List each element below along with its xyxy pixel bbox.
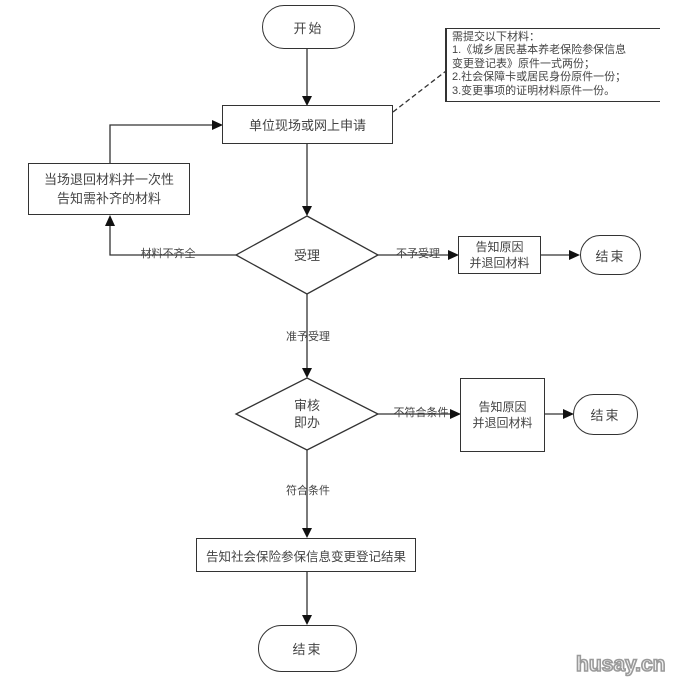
decision-accept-label: 受理: [293, 247, 320, 263]
return-materials-node: 当场退回材料并一次性 告知需补齐的材料: [28, 163, 190, 215]
edge-label-not-qualified: 不符合条件: [393, 407, 449, 419]
end-1-node: 结束: [580, 235, 641, 275]
notify-reason-1-node: 告知原因 并退回材料: [458, 236, 541, 274]
edge-return-apply: [109, 124, 215, 163]
arrowhead: [450, 409, 461, 419]
note-line: 变更登记表》原件一式两份；: [452, 57, 595, 70]
arrowhead: [302, 528, 312, 538]
arrowhead: [563, 409, 574, 419]
end-2-node: 结束: [573, 394, 638, 435]
edge-label-approved: 准予受理: [286, 331, 330, 343]
decision-review-label: 审核 即办: [293, 398, 320, 430]
arrowhead: [302, 96, 312, 106]
notify-result-node: 告知社会保险参保信息变更登记结果: [196, 538, 416, 572]
note-line: 3.变更事项的证明材料原件一份。: [452, 84, 616, 97]
decision-review-shape: [234, 377, 380, 451]
note-line: 1.《城乡居民基本养老保险参保信息: [452, 44, 627, 57]
note-line: 需提交以下材料：: [452, 31, 540, 43]
edge-label-rejected: 不予受理: [396, 248, 440, 260]
decision-accept-shape: [234, 215, 380, 295]
arrowhead: [302, 206, 312, 216]
arrowhead: [569, 250, 580, 260]
arrowhead: [302, 615, 312, 625]
arrowhead: [212, 120, 223, 130]
note-line: 2.社会保障卡或居民身份原件一份；: [452, 71, 627, 84]
arrowhead: [302, 368, 312, 378]
watermark: husay.cn: [575, 652, 666, 677]
arrowhead: [105, 215, 115, 226]
edge-label-qualified: 符合条件: [286, 485, 330, 497]
end-final-node: 结束: [258, 625, 357, 672]
arrowhead: [448, 250, 459, 260]
edge-label-materials-incomplete: 材料不齐全: [140, 248, 196, 260]
required-materials-note: 需提交以下材料： 1.《城乡居民基本养老保险参保信息 变更登记表》原件一式两份；…: [445, 28, 660, 102]
start-node: 开始: [262, 5, 355, 49]
notify-reason-2-node: 告知原因 并退回材料: [460, 378, 545, 452]
edge-apply-note-dashed: [392, 70, 447, 113]
apply-node: 单位现场或网上申请: [222, 105, 393, 144]
edge-accept-return: [109, 222, 236, 256]
